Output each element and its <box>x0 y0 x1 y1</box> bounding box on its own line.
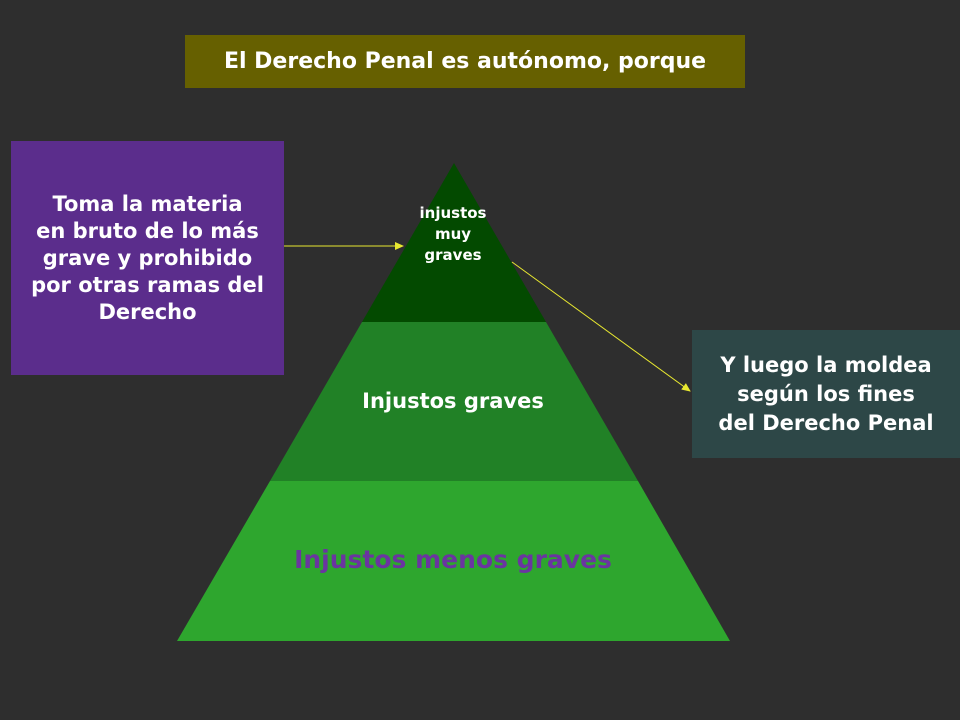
pyramid-tier-bottom <box>177 481 730 641</box>
pyramid-bottom-label: Injustos menos graves <box>294 545 612 574</box>
arrow-pyramid-to-right <box>511 261 691 392</box>
right-callout-text: Y luego la moldea según los fines del De… <box>718 352 934 435</box>
right-callout-box: Y luego la moldea según los fines del De… <box>692 330 960 458</box>
pyramid-tier-middle <box>270 322 638 481</box>
pyramid-tier-top <box>362 163 546 322</box>
left-callout-box: Toma la materia en bruto de lo más grave… <box>11 141 284 375</box>
left-callout-text: Toma la materia en bruto de lo más grave… <box>31 191 264 324</box>
pyramid-middle-label: Injustos graves <box>362 389 544 413</box>
slide-title: El Derecho Penal es autónomo, porque <box>185 35 745 88</box>
pyramid-top-label: injustos muy graves <box>419 204 487 264</box>
slide-title-text: El Derecho Penal es autónomo, porque <box>223 49 707 74</box>
